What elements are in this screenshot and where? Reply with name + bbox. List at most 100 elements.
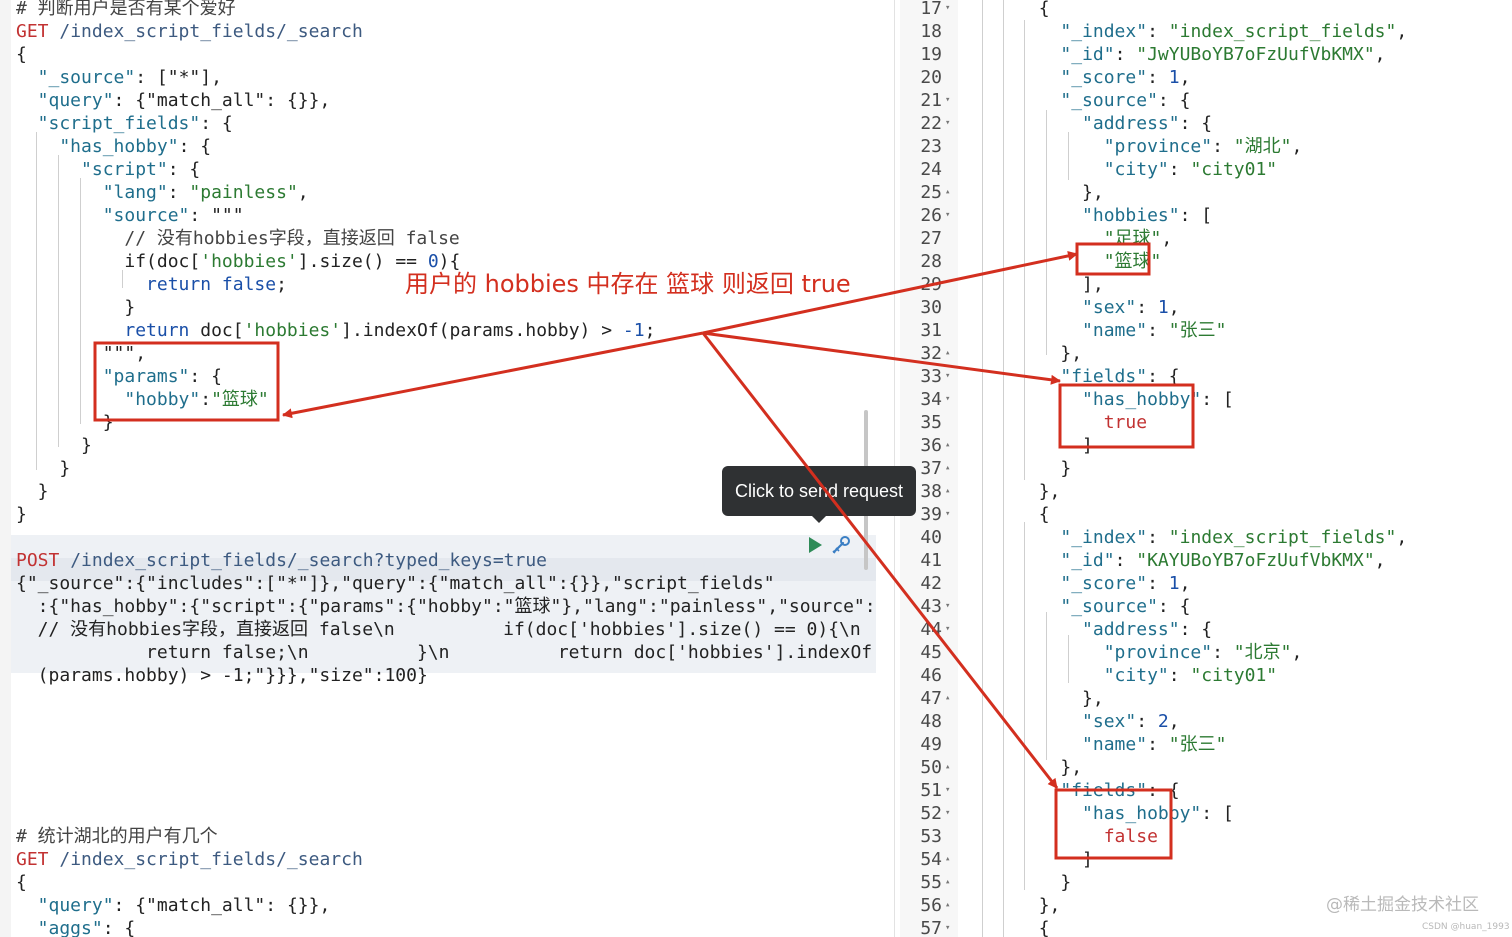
code-token: : [1168, 159, 1191, 180]
fold-toggle-icon[interactable]: ▾ [945, 210, 951, 220]
fold-toggle-icon[interactable]: ▾ [945, 785, 951, 795]
output-line: ], [952, 273, 1104, 296]
code-token: {"_source":{"includes":["*"]},"query":{"… [16, 573, 775, 594]
code-token: : [1114, 550, 1137, 571]
code-token: "篮球" [952, 251, 1162, 272]
code-token: : { [167, 159, 201, 180]
code-token: "北京" [1233, 642, 1292, 663]
line-number: 25 [920, 182, 942, 203]
line-number: 45 [920, 642, 942, 663]
output-line: "sex": 1, [952, 296, 1180, 319]
fold-toggle-icon[interactable]: ▴ [945, 187, 951, 197]
code-line: :{"has_hobby":{"script":{"params":{"hobb… [16, 595, 876, 618]
code-token: : [1212, 642, 1234, 663]
code-token: /index_script_fields/_search [48, 849, 363, 870]
credit: CSDN @huan_1993 [1422, 922, 1510, 932]
code-token: { [952, 504, 1050, 525]
code-token: "足球" [952, 228, 1162, 249]
fold-toggle-icon[interactable]: ▾ [945, 3, 951, 13]
fold-toggle-icon[interactable]: ▾ [945, 95, 951, 105]
code-token: }, [952, 182, 1104, 203]
code-token: : { [1157, 90, 1191, 111]
output-line: ] [952, 848, 1093, 871]
code-line: "_source": ["*"], [16, 66, 222, 89]
indent-guide [982, 0, 983, 937]
indent-guide [1068, 635, 1069, 683]
output-line: }, [952, 687, 1104, 710]
play-icon[interactable] [809, 537, 822, 553]
code-line: "query": {"match_all": {}}, [16, 894, 331, 917]
fold-toggle-icon[interactable]: ▾ [945, 808, 951, 818]
line-number: 21 [920, 90, 942, 111]
line-number: 54 [920, 849, 942, 870]
line-number: 24 [920, 159, 942, 180]
code-token: :{"has_hobby":{"script":{"params":{"hobb… [16, 596, 876, 617]
code-token: : [1147, 573, 1169, 594]
code-line: return false;\n }\n return doc['hobbies'… [16, 641, 872, 664]
code-token: "painless" [189, 182, 298, 203]
fold-toggle-icon[interactable]: ▴ [945, 900, 951, 910]
indent-guide [36, 132, 37, 470]
code-token: } [952, 872, 1072, 893]
code-token: : [1147, 734, 1169, 755]
code-line: POST /index_script_fields/_search?typed_… [16, 549, 547, 572]
code-token: "JwYUBoYB7oFzUufVbKMX" [1136, 44, 1375, 65]
code-token: : { [200, 113, 233, 134]
code-token: : { [1179, 619, 1213, 640]
code-token: } [16, 481, 49, 502]
code-token: }, [952, 895, 1061, 916]
output-line: "name": "张三" [952, 319, 1226, 342]
code-line: } [16, 434, 92, 457]
code-token: # 统计湖北的用户有几个 [16, 826, 218, 847]
code-token: { [952, 918, 1050, 937]
code-line: // 没有hobbies字段，直接返回 false\n if(doc['hobb… [16, 618, 861, 641]
code-token: # 判断用户是否有某个爱好 [16, 0, 236, 19]
code-token: return [16, 320, 190, 341]
code-token: : { [178, 136, 212, 157]
code-token: return false [16, 274, 277, 295]
fold-toggle-icon[interactable]: ▾ [945, 118, 951, 128]
code-token: , [1161, 228, 1173, 249]
code-token: , [1168, 711, 1180, 732]
output-line: "city": "city01" [952, 664, 1277, 687]
code-token: "province" [952, 642, 1213, 663]
code-line: "source": """ [16, 204, 244, 227]
indent-guide [80, 178, 81, 424]
line-number: 57 [920, 918, 942, 937]
watermark: @稀土掘金技术社区 [1326, 895, 1479, 915]
output-line: "sex": 2, [952, 710, 1180, 733]
fold-toggle-icon[interactable]: ▴ [945, 877, 951, 887]
output-line: "_score": 1, [952, 572, 1190, 595]
indent-guide [58, 155, 59, 447]
output-line: }, [952, 181, 1104, 204]
code-token: { [952, 0, 1050, 19]
code-token: "has_hobby" [16, 136, 179, 157]
indent-guide [122, 270, 123, 288]
wrench-icon[interactable] [830, 534, 852, 556]
output-line: }, [952, 756, 1082, 779]
code-line: { [16, 871, 27, 894]
line-number: 36 [920, 435, 942, 456]
line-number: 50 [920, 757, 942, 778]
code-token: GET [16, 21, 49, 42]
code-line: "query": {"match_all": {}}, [16, 89, 331, 112]
code-token: "_score" [952, 573, 1148, 594]
code-line: } [16, 457, 70, 480]
code-token: "sex" [952, 297, 1137, 318]
code-line: } [16, 296, 135, 319]
output-line: "_source": { [952, 89, 1190, 112]
code-token: ] [952, 849, 1093, 870]
fold-toggle-icon[interactable]: ▴ [945, 854, 951, 864]
request-editor[interactable]: # 判断用户是否有某个爱好 GET /index_script_fields/_s… [0, 0, 876, 937]
code-token: : { [1147, 780, 1180, 801]
code-token: "_source" [952, 596, 1158, 617]
code-line: "has_hobby": { [16, 135, 211, 158]
output-line: }, [952, 480, 1061, 503]
tooltip-tail [811, 515, 827, 523]
code-token: "script" [16, 159, 168, 180]
code-token: : """ [189, 205, 244, 226]
code-line: "lang": "painless", [16, 181, 309, 204]
fold-toggle-icon[interactable]: ▾ [945, 923, 951, 933]
code-token: { [16, 44, 27, 65]
